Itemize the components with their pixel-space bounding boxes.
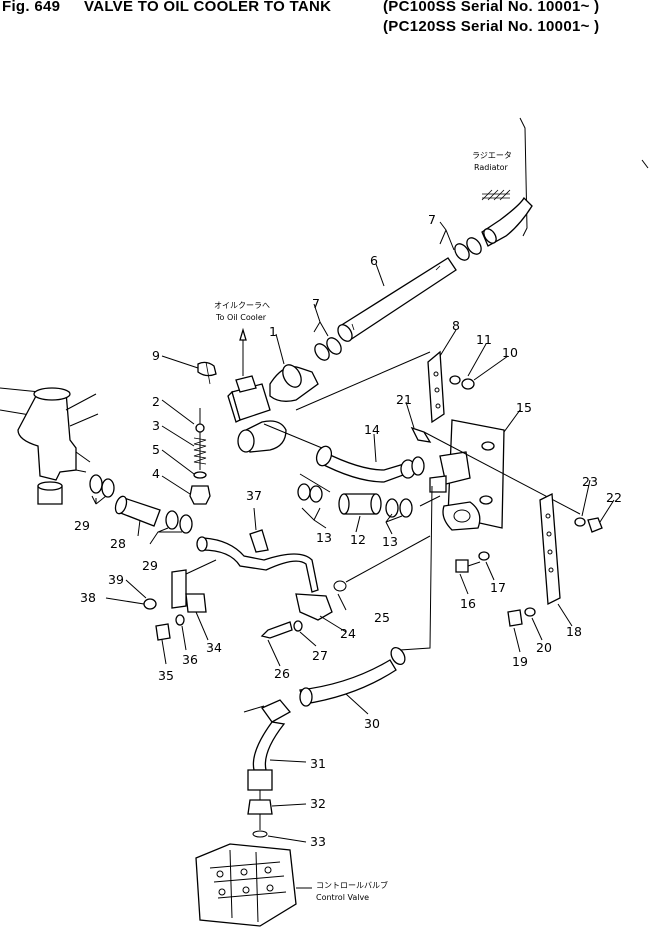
callout-6: 6 bbox=[370, 253, 378, 268]
callout-13-right: 13 bbox=[382, 534, 398, 549]
callout-2: 2 bbox=[152, 394, 160, 409]
callout-28: 28 bbox=[110, 536, 126, 551]
clamp-29-upper bbox=[89, 474, 115, 498]
callout-11: 11 bbox=[476, 332, 492, 347]
callout-7-lower: 7 bbox=[312, 296, 320, 311]
adapter-32 bbox=[247, 799, 273, 815]
callout-33: 33 bbox=[310, 834, 326, 849]
o-ring-5 bbox=[193, 471, 207, 479]
callout-3: 3 bbox=[152, 418, 160, 433]
oil-cooler-label-jp: オイルクーラへ bbox=[214, 301, 270, 310]
callout-12: 12 bbox=[350, 532, 366, 547]
clamp-13-right bbox=[385, 498, 413, 518]
callout-25: 25 bbox=[374, 610, 390, 625]
callout-30: 30 bbox=[364, 716, 380, 731]
callout-39: 39 bbox=[108, 572, 124, 587]
nut-22 bbox=[587, 517, 603, 533]
callout-31: 31 bbox=[310, 756, 326, 771]
u-bolt-9 bbox=[197, 361, 217, 385]
tank-pipe bbox=[0, 387, 99, 505]
hose-28 bbox=[114, 495, 161, 527]
washer-27 bbox=[293, 620, 303, 632]
clamp-13-left bbox=[297, 483, 323, 503]
pipe-24 bbox=[196, 536, 333, 621]
callout-18: 18 bbox=[566, 624, 582, 639]
washer-17 bbox=[478, 551, 490, 561]
figure-title: VALVE TO OIL COOLER TO TANK bbox=[84, 0, 332, 15]
radiator bbox=[481, 117, 649, 247]
flange-15 bbox=[429, 419, 505, 531]
leader-lines bbox=[91, 221, 615, 843]
bolt-21 bbox=[410, 426, 581, 515]
clamp-7-upper bbox=[454, 228, 497, 261]
hose-12 bbox=[338, 493, 382, 515]
serial-line-1: (PC100SS Serial No. 10001~ ) bbox=[383, 0, 600, 15]
callout-34: 34 bbox=[206, 640, 222, 655]
washer-36 bbox=[175, 614, 185, 626]
callout-7-upper: 7 bbox=[428, 212, 436, 227]
callout-24: 24 bbox=[340, 626, 356, 641]
callout-15: 15 bbox=[516, 400, 532, 415]
callout-1: 1 bbox=[269, 324, 277, 339]
o-ring-33 bbox=[252, 830, 268, 838]
bolt-19 bbox=[507, 609, 523, 627]
callout-38: 38 bbox=[80, 590, 96, 605]
callout-37: 37 bbox=[246, 488, 262, 503]
radiator-label-en: Radiator bbox=[474, 163, 509, 172]
callout-23: 23 bbox=[582, 474, 598, 489]
callout-27: 27 bbox=[312, 648, 328, 663]
control-valve-label-jp: コントロールバルブ bbox=[316, 880, 388, 890]
bolt-26 bbox=[260, 621, 293, 639]
hose-14 bbox=[263, 423, 425, 483]
callout-numbers: 1 2 3 4 5 6 7 7 8 9 10 11 12 13 13 14 15… bbox=[74, 212, 622, 849]
callout-9: 9 bbox=[152, 348, 160, 363]
callout-16: 16 bbox=[460, 596, 476, 611]
callout-17: 17 bbox=[490, 580, 506, 595]
callout-26: 26 bbox=[274, 666, 290, 681]
bolt-35 bbox=[155, 623, 171, 641]
bracket-18 bbox=[539, 492, 561, 606]
radiator-label-jp: ラジエータ bbox=[472, 151, 512, 160]
clamp-29-lower bbox=[165, 510, 193, 534]
plug-4 bbox=[189, 485, 211, 505]
clamp-7-lower bbox=[314, 337, 342, 361]
washer-23 bbox=[574, 517, 586, 527]
bracket-34 bbox=[171, 559, 217, 613]
oil-cooler-label-en: To Oil Cooler bbox=[215, 313, 267, 322]
spring-3 bbox=[193, 437, 207, 465]
callout-10: 10 bbox=[502, 345, 518, 360]
bolt-16 bbox=[455, 559, 469, 573]
serial-line-2: (PC120SS Serial No. 10001~ ) bbox=[383, 18, 600, 35]
callout-19: 19 bbox=[512, 654, 528, 669]
callout-21: 21 bbox=[396, 392, 412, 407]
o-ring-25 bbox=[333, 580, 347, 592]
hose-30 bbox=[299, 485, 433, 707]
callout-14: 14 bbox=[364, 422, 380, 437]
callout-32: 32 bbox=[310, 796, 326, 811]
control-valve bbox=[195, 843, 312, 927]
elbow-31 bbox=[243, 699, 292, 791]
callout-29-lower: 29 bbox=[142, 558, 158, 573]
callout-35: 35 bbox=[158, 668, 174, 683]
washer-20 bbox=[524, 607, 536, 617]
nut-11 bbox=[449, 375, 475, 390]
figure-number: Fig. 649 bbox=[2, 0, 61, 15]
hose-6 bbox=[337, 257, 457, 342]
callout-4: 4 bbox=[152, 466, 160, 481]
callout-36: 36 bbox=[182, 652, 198, 667]
nut-39 bbox=[143, 598, 157, 610]
ball-2 bbox=[195, 423, 205, 433]
callout-22: 22 bbox=[606, 490, 622, 505]
callout-29-upper: 29 bbox=[74, 518, 90, 533]
bolt-37 bbox=[249, 529, 269, 553]
callout-20: 20 bbox=[536, 640, 552, 655]
callout-13-left: 13 bbox=[316, 530, 332, 545]
callout-5: 5 bbox=[152, 442, 160, 457]
bracket-8 bbox=[427, 350, 445, 424]
fitting-1 bbox=[227, 327, 319, 453]
callout-8: 8 bbox=[452, 318, 460, 333]
control-valve-label-en: Control Valve bbox=[316, 893, 369, 902]
